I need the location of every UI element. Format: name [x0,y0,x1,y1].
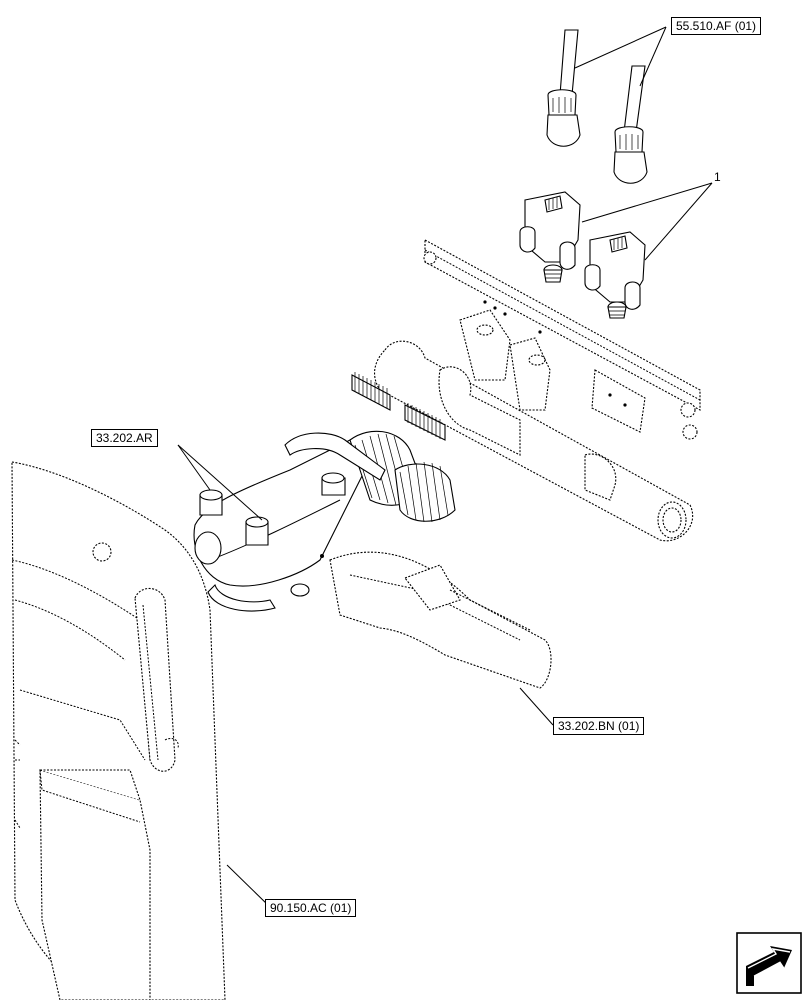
spring-left [351,372,391,411]
shaft-assembly [374,309,694,542]
valve-bracket [329,551,552,689]
sensor-left [519,191,581,283]
harness-connector-right [613,65,648,184]
callout-sensor-harness[interactable]: 55.510.AF (01) [671,17,762,35]
harness-connector-left [546,29,581,147]
callout-cab[interactable]: 90.150.AC (01) [265,899,357,917]
spring-right [404,403,446,441]
callout-valve-bracket[interactable]: 33.202.BN (01) [553,717,645,735]
cab-panel [11,461,226,1000]
sensor-right [584,231,646,319]
valve-body [193,430,456,612]
callout-valve[interactable]: 33.202.AR [91,429,158,447]
leader-lines [177,26,713,908]
next-page-arrow-icon[interactable] [736,932,802,994]
callout-item-sensor[interactable]: 1 [714,170,721,184]
mounting-rail [423,239,701,440]
